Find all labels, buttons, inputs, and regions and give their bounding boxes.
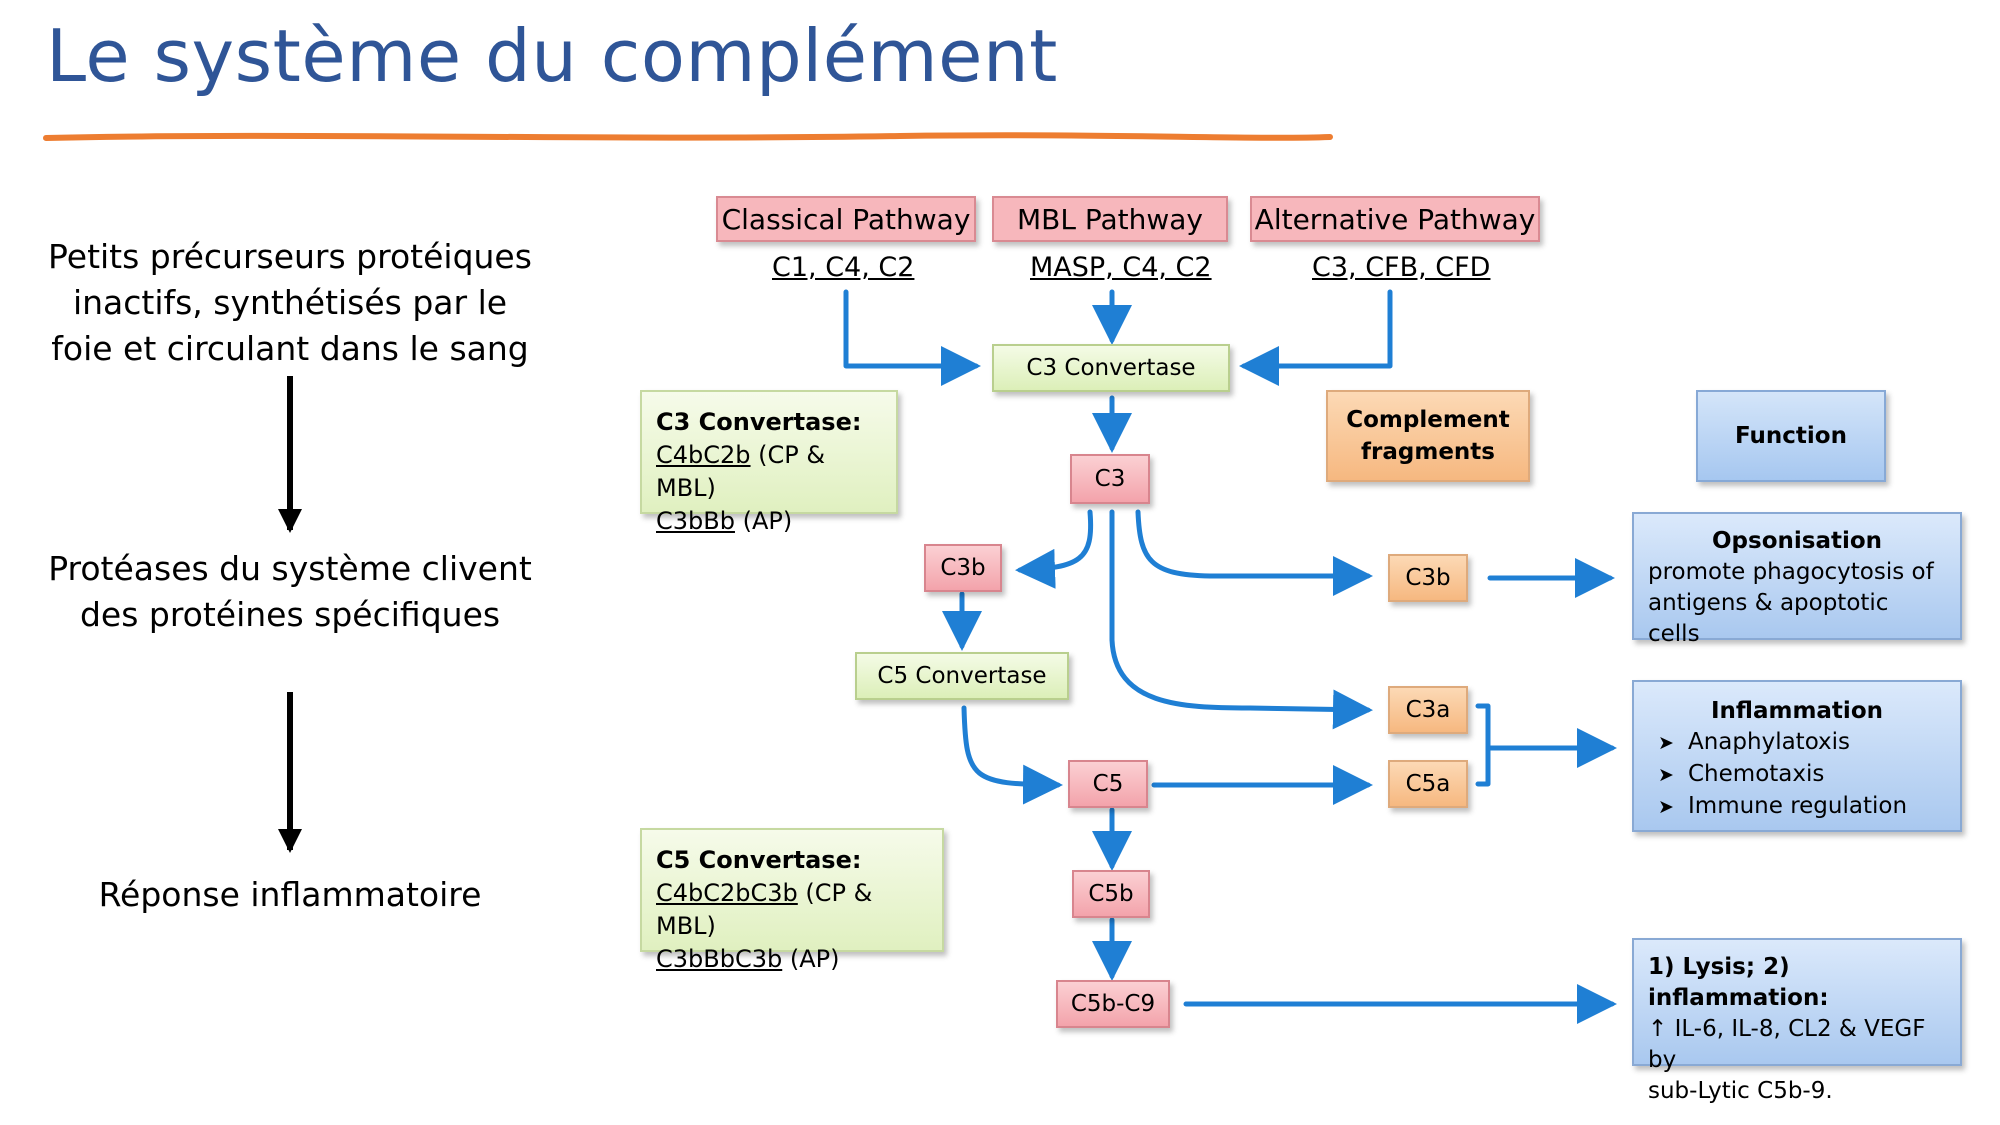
mbl-pathway-box: MBL Pathway: [992, 196, 1228, 242]
lysis-title: 1) Lysis; 2) inflammation:: [1648, 954, 1829, 1011]
c3-note-line1: C4bC2b (CP & MBL): [656, 441, 826, 502]
left-step-response: Réponse inflammatoire: [98, 875, 482, 914]
lysis-function-box: 1) Lysis; 2) inflammation: ↑ IL-6, IL-8,…: [1632, 938, 1962, 1104]
c3-note-title: C3 Convertase:: [656, 408, 862, 436]
bracket-c3a-c5a: [1475, 703, 1491, 787]
inflammation-list: Anaphylatoxis Chemotaxis Immune regulati…: [1644, 727, 1950, 823]
inflammation-function-box: Inflammation Anaphylatoxis Chemotaxis Im…: [1632, 680, 1962, 832]
alternative-pathway-box: Alternative Pathway: [1250, 196, 1540, 242]
c3a-fragment: C3a: [1388, 686, 1468, 734]
opsonisation-title: Opsonisation: [1711, 528, 1883, 554]
c5-note-line1: C4bC2bC3b (CP & MBL): [656, 879, 873, 940]
alternative-components: C3, CFB, CFD: [1312, 252, 1491, 283]
c5-convertase-node: C5 Convertase: [855, 652, 1069, 700]
lysis-line2: sub-Lytic C5b-9.: [1648, 1078, 1833, 1104]
c5-note-title: C5 Convertase:: [656, 846, 862, 874]
c5-convertase-note: C5 Convertase: C4bC2bC3b (CP & MBL) C3bB…: [640, 828, 944, 973]
classical-components: C1, C4, C2: [772, 252, 915, 283]
opsonisation-line1: promote phagocytosis of: [1648, 559, 1934, 585]
complement-fragments-header: Complement fragments: [1326, 390, 1530, 482]
mbl-components: MASP, C4, C2: [1030, 252, 1212, 283]
arrow-c3-to-c3b-right: [1135, 509, 1373, 596]
title-underline: [43, 132, 1333, 141]
c3-convertase-node: C3 Convertase: [992, 344, 1230, 392]
inflammation-item: Anaphylatoxis: [1658, 727, 1950, 759]
c5-note-line2: C3bBbC3b (AP): [656, 945, 840, 973]
c5b-node: C5b: [1072, 870, 1150, 918]
slide-title: Le système du complément: [46, 14, 1058, 98]
classical-pathway-box: Classical Pathway: [716, 196, 976, 242]
opsonisation-function-box: Opsonisation promote phagocytosis of ant…: [1632, 512, 1962, 647]
c5a-fragment: C5a: [1388, 760, 1468, 808]
arrow-alt-to-c3conv: [1239, 289, 1393, 386]
inflammation-title: Inflammation: [1710, 698, 1883, 724]
c3b-fragment: C3b: [1388, 554, 1468, 602]
c5-node: C5: [1068, 760, 1148, 808]
c5b-c9-node: C5b-C9: [1056, 980, 1170, 1028]
arrow-classical-to-c3conv: [843, 289, 981, 386]
inflammation-item: Chemotaxis: [1658, 759, 1950, 791]
left-step-precursors: Petits précurseurs protéiques inactifs, …: [48, 237, 532, 368]
arrow-c5conv-to-c5: [961, 705, 1063, 805]
function-header: Function: [1696, 390, 1886, 482]
c3b-left-node: C3b: [924, 544, 1002, 592]
arrow-c3-to-c3b-left: [1015, 509, 1094, 589]
arrow-c3-to-c3a: [1109, 509, 1373, 730]
c3-note-line2: C3bBb (AP): [656, 507, 793, 535]
opsonisation-line2: antigens & apoptotic cells: [1648, 590, 1889, 647]
left-step-proteases: Protéases du système clivent des protéin…: [48, 549, 532, 634]
lysis-line1: ↑ IL-6, IL-8, CL2 & VEGF by: [1648, 1016, 1926, 1073]
c3-node: C3: [1070, 454, 1150, 504]
c3-convertase-note: C3 Convertase: C4bC2b (CP & MBL) C3bBb (…: [640, 390, 898, 535]
inflammation-item: Immune regulation: [1658, 791, 1950, 823]
